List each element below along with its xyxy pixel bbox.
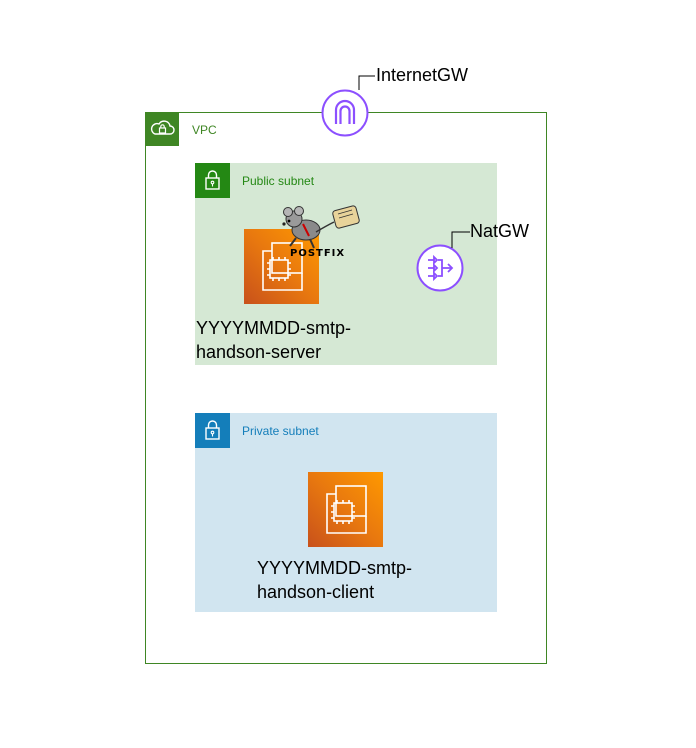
public-subnet-label: Public subnet [242,174,315,188]
nat-gateway-icon [416,244,464,292]
client-name-line2: handson-client [257,582,375,602]
postfix-mascot-icon: POSTFIX [276,202,366,260]
private-subnet-label: Private subnet [242,424,319,438]
private-subnet-lock-icon [195,413,230,448]
server-name: YYYYMMDD-smtp- handson-server [196,316,351,364]
client-ec2-icon [308,472,383,547]
client-name: YYYYMMDD-smtp- handson-client [257,556,412,604]
vpc-label: VPC [192,123,217,137]
server-name-line1: YYYYMMDD-smtp- [196,318,352,338]
client-name-line1: YYYYMMDD-smtp- [257,558,413,578]
server-ec2-icon [244,229,319,304]
vpc-cloud-lock-icon [145,112,179,146]
nat-gateway-label: NatGW [470,221,530,241]
postfix-logo-text: POSTFIX [290,248,345,259]
nat-gateway-callout-line [451,231,470,248]
internet-gateway-callout-line [358,75,375,90]
server-name-line2: handson-server [196,342,322,362]
internet-gateway-label: InternetGW [376,65,469,85]
public-subnet-lock-icon [195,163,230,198]
internet-gateway-icon [321,89,369,137]
